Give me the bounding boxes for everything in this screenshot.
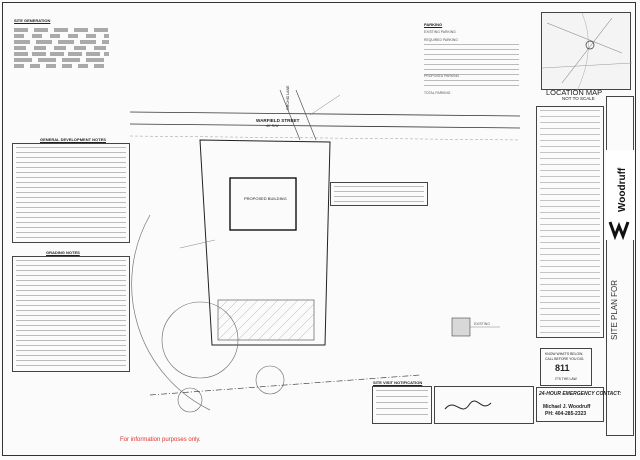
location-map-sketch: [542, 13, 632, 91]
general-development-notes-title: GENERAL DEVELOPMENT NOTES: [40, 137, 106, 142]
proposed-parking-table: [424, 80, 519, 90]
emergency-contact-title: 24-HOUR EMERGENCY CONTACT:: [539, 391, 622, 397]
building-label: PROPOSED BUILDING: [244, 196, 287, 201]
logo-area: Woodruff: [606, 150, 634, 240]
location-map: [541, 12, 632, 91]
existing-label: EXISTING: [474, 322, 490, 326]
emergency-contact-box: 24-HOUR EMERGENCY CONTACT: Michael J. Wo…: [536, 387, 621, 422]
dig-line-2: CALL BEFORE YOU DIG.: [545, 357, 585, 361]
sheet-border: [2, 2, 636, 456]
dig-line-3: IT'S THE LAW: [555, 377, 577, 381]
grading-notes-title: GRADING NOTES: [46, 250, 80, 255]
grading-notes-box: [12, 256, 130, 372]
lane-label: ORCHID LANE: [286, 85, 290, 110]
title-block: [606, 96, 634, 436]
emergency-contact-name: Michael J. Woodruff: [543, 404, 591, 410]
required-parking-table: [424, 44, 519, 76]
signature-box: [434, 386, 534, 424]
dig-line-1: KNOW WHAT'S BELOW.: [545, 352, 584, 356]
dig-number: 811: [555, 363, 570, 373]
site-generation-title: SITE GENERATION: [14, 18, 51, 23]
woodruff-logo: Woodruff: [608, 167, 630, 240]
company-name: Woodruff: [617, 167, 628, 212]
required-parking-label: REQUIRED PARKING: [424, 38, 458, 42]
center-notes-box: [330, 182, 428, 206]
watermark-text: For information purposes only.: [120, 437, 201, 443]
call-811-box: KNOW WHAT'S BELOW. CALL BEFORE YOU DIG. …: [540, 348, 592, 386]
site-generation-table: [14, 26, 109, 70]
street-label: WARFIELD STREET: [256, 118, 300, 123]
right-notes-box: [536, 106, 604, 338]
existing-parking-label: EXISTING PARKING: [424, 30, 456, 34]
proposed-parking-label: PROPOSED PARKING: [424, 74, 460, 78]
total-parking-label: TOTAL PARKING: [424, 91, 451, 95]
parking-title: PARKING: [424, 22, 443, 27]
location-map-subtitle: NOT TO SCALE: [562, 96, 595, 101]
street-row-label: 40' R/W: [266, 124, 279, 128]
location-map-title: LOCATION MAP: [546, 88, 603, 97]
site-visit-title: SITE VISIT NOTIFICATION: [373, 380, 423, 385]
emergency-contact-phone: PH: 404-285-2323: [545, 411, 587, 417]
signature-mark: [444, 400, 492, 410]
site-visit-box: [372, 386, 432, 424]
general-development-notes-box: [12, 143, 130, 243]
